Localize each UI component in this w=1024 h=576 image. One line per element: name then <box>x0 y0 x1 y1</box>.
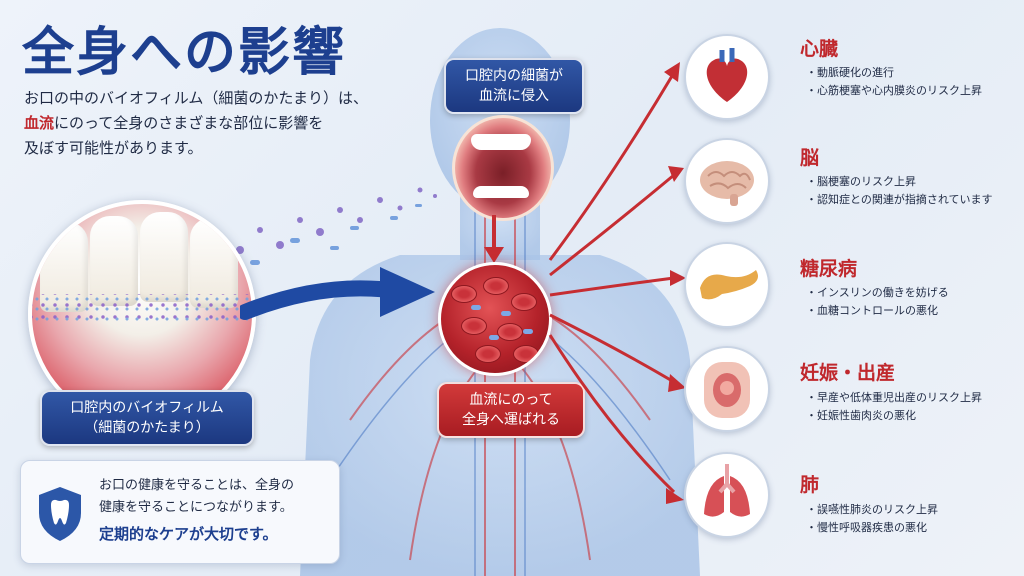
bloodstream-illustration <box>438 262 552 376</box>
blood-label-line-1: 血流にのって <box>469 392 553 408</box>
care-text: お口の健康を守ることは、全身の 健康を守ることにつながります。 <box>99 475 339 519</box>
care-message-box: お口の健康を守ることは、全身の 健康を守ることにつながります。 定期的なケアが大… <box>20 460 340 564</box>
brain-icon <box>700 161 754 206</box>
pancreas-icon <box>700 270 758 300</box>
organ-arrows <box>548 62 686 504</box>
organ-point: ・妊娠性歯肉炎の悪化 <box>806 409 916 422</box>
organ-point: ・認知症との関連が指摘されています <box>806 193 993 206</box>
biofilm-label-line-1: 口腔内のバイオフィルム <box>70 400 224 416</box>
bacterium <box>523 329 533 334</box>
organ-point: ・インスリンの働きを妨げる <box>806 286 949 299</box>
heart-circle <box>684 34 770 120</box>
organ-name-heart: 心臓 <box>800 38 839 60</box>
biofilm-layer <box>32 294 252 324</box>
care-line-1: お口の健康を守ることは、全身の <box>99 478 295 493</box>
arrow-to-uterus <box>549 313 675 384</box>
lower-teeth <box>473 186 529 198</box>
brain-circle <box>684 138 770 224</box>
organ-name-brain: 脳 <box>800 147 820 169</box>
red-blood-cell <box>451 285 477 303</box>
mouth-label: 口腔内の細菌が 血流に侵入 <box>444 58 584 114</box>
red-blood-cell <box>483 277 509 295</box>
heart-icon <box>706 48 748 102</box>
uterus-circle <box>684 346 770 432</box>
organ-point: ・脳梗塞のリスク上昇 <box>806 175 916 188</box>
red-blood-cell <box>497 323 523 341</box>
tooth <box>90 216 138 306</box>
upper-teeth <box>471 134 531 150</box>
organ-point: ・血糖コントロールの悪化 <box>806 304 938 317</box>
intro-line-2-rest: にのって全身のさまざまな部位に影響を <box>54 114 324 132</box>
red-blood-cell <box>475 345 501 363</box>
intro-line-3: 及ぼす可能性があります。 <box>24 139 203 157</box>
tooth <box>190 218 238 308</box>
page-title: 全身への影響 <box>22 22 347 83</box>
blood-label-line-2: 全身へ運ばれる <box>462 412 560 428</box>
intro-line-1: お口の中のバイオフィルム（細菌のかたまり）は、 <box>24 89 368 107</box>
mouth-label-line-1: 口腔内の細菌が <box>465 68 563 84</box>
mouth-label-line-2: 血流に侵入 <box>479 88 549 104</box>
arrow-to-lungs <box>548 334 676 494</box>
pancreas-circle <box>684 242 770 328</box>
red-blood-cell <box>461 317 487 335</box>
tooth <box>140 212 188 302</box>
organ-point: ・慢性呼吸器疾患の悪化 <box>806 521 927 534</box>
organ-name-diabetes: 糖尿病 <box>800 258 858 280</box>
care-emphasis: 定期的なケアが大切です。 <box>99 525 278 543</box>
bacterium <box>471 305 481 310</box>
blood-label: 血流にのって 全身へ運ばれる <box>437 382 585 438</box>
intro-line-2: 血流にのって全身のさまざまな部位に影響を <box>24 111 384 136</box>
biofilm-label-line-2: （細菌のかたまり） <box>84 420 210 436</box>
organ-point: ・心筋梗塞や心内膜炎のリスク上昇 <box>806 84 982 97</box>
bacterium <box>489 335 499 340</box>
organ-point: ・誤嚥性肺炎のリスク上昇 <box>806 503 938 516</box>
organ-name-lungs: 肺 <box>800 474 820 496</box>
bacterium <box>501 311 511 316</box>
mouth-illustration <box>452 115 554 221</box>
red-blood-cell <box>511 293 537 311</box>
lungs-icon <box>704 464 750 517</box>
red-blood-cell <box>513 345 539 363</box>
biofilm-label: 口腔内のバイオフィルム （細菌のかたまり） <box>40 390 254 446</box>
intro-text: お口の中のバイオフィルム（細菌のかたまり）は、 血流にのって全身のさまざまな部位… <box>24 86 384 161</box>
lungs-circle <box>684 452 770 538</box>
biofilm-to-blood-arrow <box>240 267 435 320</box>
arrow-to-brain <box>549 173 675 277</box>
shield-tooth-icon <box>39 487 81 541</box>
organ-point: ・動脈硬化の進行 <box>806 66 894 79</box>
intro-highlight: 血流 <box>24 114 55 132</box>
care-line-2: 健康を守ることにつながります。 <box>99 500 293 515</box>
arrow-to-heart <box>548 75 674 261</box>
organ-name-pregnancy: 妊娠・出産 <box>800 362 896 384</box>
arrow-to-pancreas <box>549 276 675 297</box>
mouth-to-blood-arrow <box>484 215 504 263</box>
organ-point: ・早産や低体重児出産のリスク上昇 <box>806 391 982 404</box>
uterus-icon <box>704 362 750 418</box>
